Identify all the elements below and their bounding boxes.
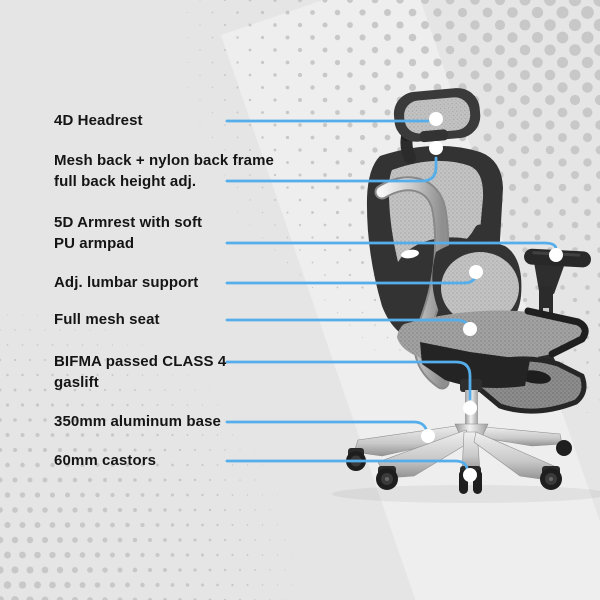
- castor-rear-right: [556, 440, 572, 456]
- callout-dots: [421, 112, 563, 482]
- chair-illustration: [332, 88, 600, 503]
- callout-dot-base: [421, 429, 435, 443]
- castor-left: [376, 466, 398, 490]
- callout-dot-mesh-back: [429, 141, 443, 155]
- seat-frame-edge: [524, 307, 589, 358]
- callout-dot-headrest: [429, 112, 443, 126]
- lumbar-mesh: [441, 252, 519, 324]
- lumbar-knob: [401, 249, 419, 259]
- castor-right: [540, 466, 562, 490]
- label-seat: Full mesh seat: [54, 311, 160, 328]
- label-castors: 60mm castors: [54, 452, 157, 469]
- seat-mechanism: [420, 342, 530, 388]
- label-mesh-back: Mesh back + nylon back frame full back h…: [54, 152, 274, 190]
- label-base: 350mm aluminum base: [54, 413, 221, 430]
- callout-dot-lumbar: [469, 265, 483, 279]
- connector-seat: [225, 318, 469, 326]
- label-lumbar: Adj. lumbar support: [54, 274, 199, 291]
- label-headrest: 4D Headrest: [54, 112, 143, 129]
- armrest-joint: [534, 262, 564, 294]
- armrest-tag: [543, 308, 549, 312]
- connector-base: [225, 420, 428, 431]
- callout-dot-armrest: [549, 248, 563, 262]
- label-gaslift: BIFMA passed CLASS 4 gaslift: [54, 353, 227, 391]
- label-armrest: 5D Armrest with soft PU armpad: [54, 214, 203, 252]
- base-leg-right: [473, 431, 555, 481]
- connector-lumbar: [225, 276, 477, 285]
- connector-armrest: [225, 241, 558, 252]
- connector-castors: [225, 459, 469, 470]
- callout-dot-castors: [463, 468, 477, 482]
- callout-dot-seat: [463, 322, 477, 336]
- connector-mesh-back: [225, 156, 438, 183]
- floor-shadow: [332, 485, 600, 503]
- connector-gaslift: [225, 360, 472, 401]
- callout-dot-gaslift: [463, 401, 477, 415]
